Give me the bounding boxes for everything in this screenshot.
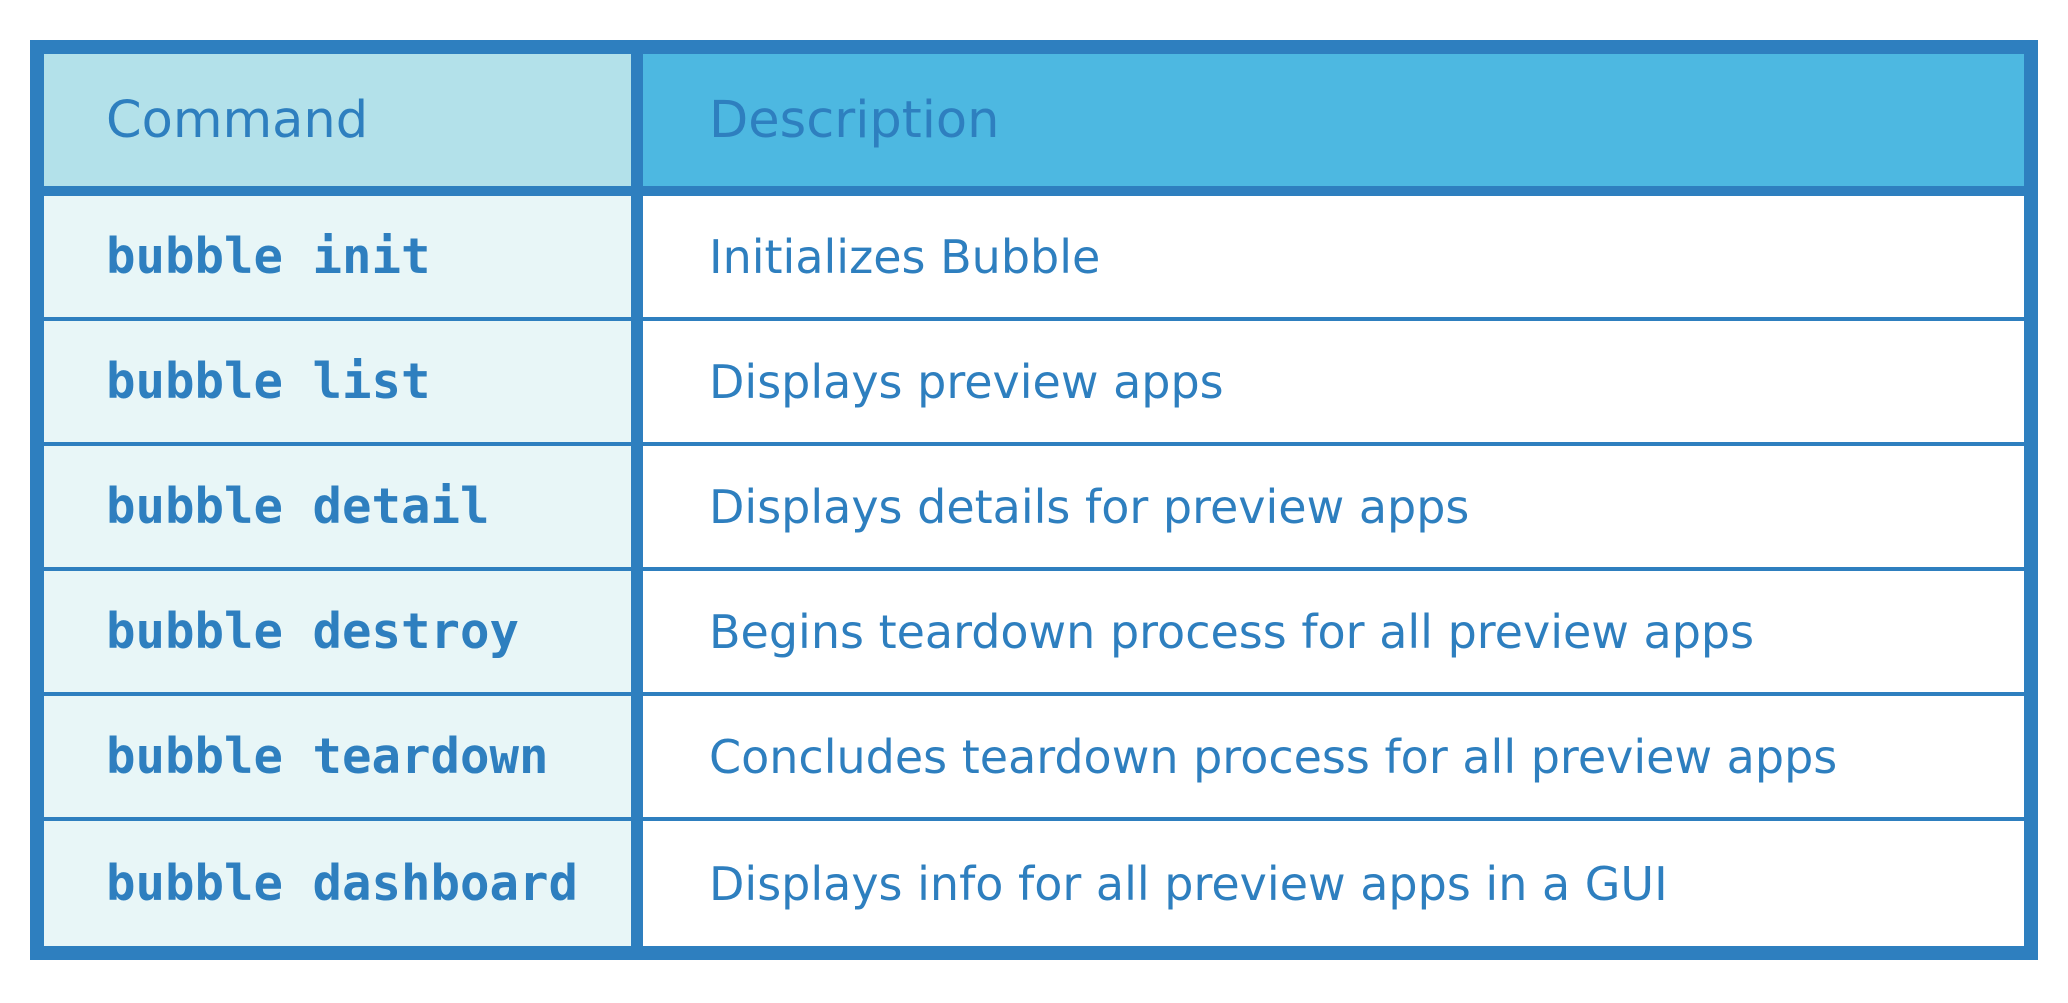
header-description: Description <box>643 54 2024 196</box>
command-cell: bubble list <box>44 321 643 446</box>
command-cell: bubble destroy <box>44 571 643 696</box>
description-cell: Displays details for preview apps <box>643 446 2024 571</box>
description-cell: Concludes teardown process for all previ… <box>643 696 2024 821</box>
command-table: Command Description bubble init Initiali… <box>30 40 2038 960</box>
description-cell: Initializes Bubble <box>643 196 2024 321</box>
command-cell: bubble detail <box>44 446 643 571</box>
description-cell: Begins teardown process for all preview … <box>643 571 2024 696</box>
command-cell: bubble init <box>44 196 643 321</box>
header-command: Command <box>44 54 643 196</box>
command-cell: bubble teardown <box>44 696 643 821</box>
description-cell: Displays preview apps <box>643 321 2024 446</box>
description-cell: Displays info for all preview apps in a … <box>643 821 2024 946</box>
command-cell: bubble dashboard <box>44 821 643 946</box>
